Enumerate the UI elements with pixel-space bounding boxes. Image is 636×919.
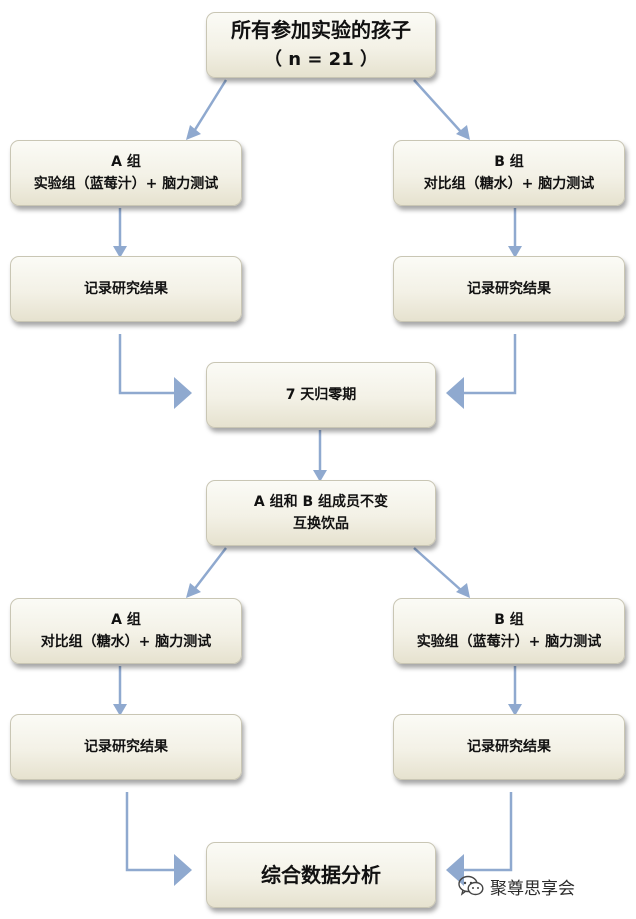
node-washout-period-label: 7 天归零期 <box>285 387 357 403</box>
node-swap-drinks-line1: A 组和 B 组成员不变 <box>253 494 389 510</box>
node-swap-drinks: A 组和 B 组成员不变 互换饮品 <box>206 480 436 546</box>
node-group-b-phase2-desc: 实验组（蓝莓汁）+ 脑力测试 <box>416 634 602 650</box>
node-group-a-phase1-desc: 实验组（蓝莓汁）+ 脑力测试 <box>33 176 219 192</box>
node-group-b-phase1-title: B 组 <box>494 154 524 170</box>
arrow-ra1-to-wash <box>118 334 176 395</box>
node-group-a-phase2-title: A 组 <box>111 612 141 628</box>
node-final-analysis-label: 综合数据分析 <box>261 862 381 887</box>
arrow-rb2-to-final <box>462 792 513 872</box>
arrowhead-rb2-to-final <box>446 854 464 886</box>
arrow-root-to-b1 <box>413 79 463 134</box>
arrow-swap-to-a2 <box>192 547 227 592</box>
node-group-a-phase1-title: A 组 <box>111 154 141 170</box>
node-record-b-phase2-label: 记录研究结果 <box>467 739 551 755</box>
node-washout-period: 7 天归零期 <box>206 362 436 428</box>
node-final-analysis: 综合数据分析 <box>206 842 436 908</box>
arrowhead-swap-to-b2 <box>456 583 470 598</box>
arrowhead-a1-to-ra1 <box>113 246 127 258</box>
node-record-a-phase1-label: 记录研究结果 <box>84 281 168 297</box>
arrowhead-rb1-to-wash <box>446 377 464 409</box>
watermark: 聚尊思享会 <box>458 872 575 900</box>
arrowhead-ra2-to-final <box>174 854 192 886</box>
node-all-children: 所有参加实验的孩子 （ n = 21 ） <box>206 12 436 78</box>
node-group-a-phase2-desc: 对比组（糖水）+ 脑力测试 <box>40 634 212 650</box>
arrowhead-b2-to-rb2 <box>508 704 522 716</box>
arrow-ra2-to-final <box>125 792 176 872</box>
node-record-a-phase1: 记录研究结果 <box>10 256 242 322</box>
watermark-text: 聚尊思享会 <box>490 878 575 899</box>
node-group-b-phase1-desc: 对比组（糖水）+ 脑力测试 <box>423 176 595 192</box>
node-record-b-phase1: 记录研究结果 <box>393 256 625 322</box>
arrow-rb1-to-wash <box>462 334 517 395</box>
arrowhead-b1-to-rb1 <box>508 246 522 258</box>
wechat-icon <box>458 875 484 896</box>
node-all-children-count: （ n = 21 ） <box>263 49 378 70</box>
node-group-b-phase2-title: B 组 <box>494 612 524 628</box>
arrowhead-ra1-to-wash <box>174 377 192 409</box>
node-record-b-phase2: 记录研究结果 <box>393 714 625 780</box>
node-group-b-phase2: B 组 实验组（蓝莓汁）+ 脑力测试 <box>393 598 625 664</box>
arrowhead-wash-to-swap <box>313 470 327 482</box>
node-group-a-phase1: A 组 实验组（蓝莓汁）+ 脑力测试 <box>10 140 242 206</box>
arrow-swap-to-b2 <box>413 547 463 592</box>
arrowhead-root-to-a1 <box>186 125 201 140</box>
node-group-b-phase1: B 组 对比组（糖水）+ 脑力测试 <box>393 140 625 206</box>
node-record-a-phase2: 记录研究结果 <box>10 714 242 780</box>
node-swap-drinks-line2: 互换饮品 <box>293 516 349 532</box>
node-all-children-title: 所有参加实验的孩子 <box>231 18 411 42</box>
arrowhead-swap-to-a2 <box>186 583 201 598</box>
arrow-root-to-a1 <box>191 79 228 134</box>
arrowhead-a2-to-ra2 <box>113 704 127 716</box>
node-record-a-phase2-label: 记录研究结果 <box>84 739 168 755</box>
node-group-a-phase2: A 组 对比组（糖水）+ 脑力测试 <box>10 598 242 664</box>
arrowhead-root-to-b1 <box>456 125 470 140</box>
node-record-b-phase1-label: 记录研究结果 <box>467 281 551 297</box>
